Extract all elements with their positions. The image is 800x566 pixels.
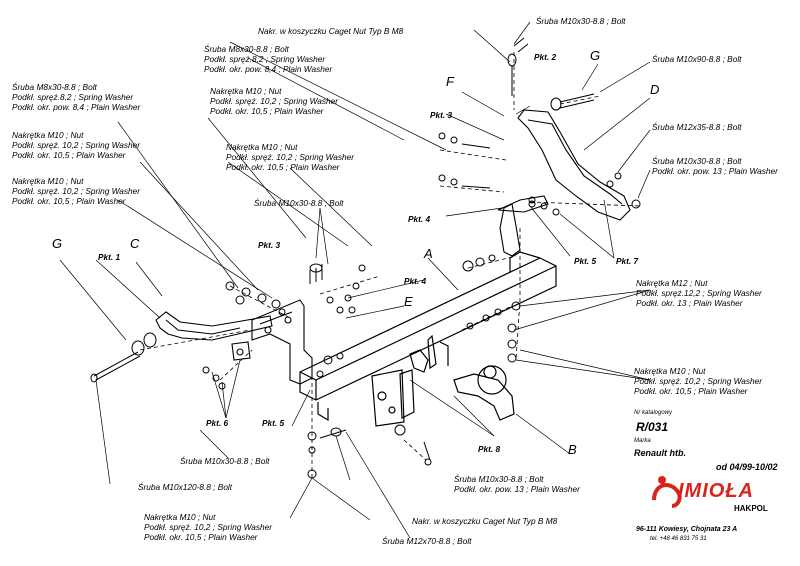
label-bolt-m10x30-top: Śruba M10x30-8.8 ; Bolt: [536, 16, 626, 26]
point-4-top: Pkt. 4: [408, 214, 431, 224]
label-caget-nut-bottom: Nakr. w koszyczku Caget Nut Typ B M8: [412, 516, 558, 526]
left-bolt-chain: [202, 263, 366, 390]
point-1: Pkt. 1: [98, 252, 121, 262]
arm-d: [517, 109, 631, 221]
part-letter-b: B: [568, 442, 577, 457]
left-bracket: [251, 299, 313, 385]
bolt-g-left: [90, 332, 157, 383]
label-bolt-m10x90: Śruba M10x90-8.8 ; Bolt: [652, 54, 742, 64]
point-8: Pkt. 8: [478, 444, 501, 454]
point-2: Pkt. 2: [534, 52, 557, 62]
part-letter-g-left: G: [52, 236, 63, 251]
point-5-right: Pkt. 5: [574, 256, 597, 266]
label-bolt-m8x30-a: Śruba M8x30-8.8 ; Bolt Podkł. spręż.8,2 …: [204, 44, 333, 74]
point-6: Pkt. 6: [206, 418, 229, 428]
part-letter-f: F: [446, 74, 454, 89]
catalog-label: Nr katalogowy: [634, 410, 673, 416]
brand-name: IMIOŁA: [678, 480, 754, 502]
label-nut-m10-e: Nakrętka M10 ; Nut Podkł. spręż. 10,2 ; …: [634, 366, 763, 396]
make-label: Marka: [634, 438, 651, 444]
label-nut-m10-c: Nakrętka M10 ; Nut Podkł. spręż. 10,2 ; …: [12, 176, 141, 206]
label-nut-m10-a: Nakrętka M10 ; Nut Podkł. spręż. 10,2 ; …: [210, 86, 339, 116]
part-letter-a: A: [424, 246, 433, 261]
label-caget-nut-top: Nakr. w koszyczku Caget Nut Typ B M8: [258, 26, 404, 36]
label-bolt-m12x70: Śruba M12x70-8.8 ; Bolt: [382, 536, 472, 546]
tow-ball-b: [371, 334, 515, 427]
label-bolt-m12x35: Śruba M12x35-8.8 ; Bolt: [652, 122, 742, 132]
part-letter-d: D: [650, 82, 660, 97]
part-letter-c: C: [130, 236, 140, 251]
vehicle-model: Renault htb.: [634, 448, 686, 458]
assembly-dashed-lines: [139, 52, 641, 480]
right-bracket: [497, 195, 549, 257]
label-nut-m10-d: Nakrętka M10 ; Nut Podkł. spręż. 10,2 ; …: [226, 142, 355, 172]
arm-c: [155, 311, 273, 361]
label-bolt-m10x120: Śruba M10x120-8.8 ; Bolt: [138, 482, 233, 492]
label-bolt-m10x30-bottom: Śruba M10x30-8.8 ; Bolt Podkł. okr. pow.…: [454, 474, 580, 494]
point-3-top: Pkt. 3: [430, 110, 453, 120]
right-parts: [438, 37, 641, 363]
part-letter-g-right: G: [590, 48, 601, 63]
point-3-left: Pkt. 3: [258, 240, 281, 250]
label-bolt-m10x30-right: Śruba M10x30-8.8 ; Bolt Podkł. okr. pow.…: [652, 156, 778, 176]
label-nut-m12: Nakrętka M12 ; Nut Podkł. spręż.12,2 ; S…: [636, 278, 762, 308]
brand-sub: HAKPOL: [734, 504, 768, 513]
label-nut-m10-f: Nakrętka M10 ; Nut Podkł. spręż. 10,2 ; …: [144, 512, 273, 542]
imiola-hakpol-logo: IMIOŁA HAKPOL: [648, 470, 778, 522]
leader-lines: [59, 21, 651, 539]
part-letter-e: E: [404, 294, 413, 309]
company-phone: tel. +48 46 831 75 31: [650, 536, 707, 542]
catalog-number: R/031: [636, 420, 669, 434]
crossbar-a: [299, 251, 557, 422]
label-nut-m10-b: Nakrętka M10 ; Nut Podkł. spręż. 10,2 ; …: [12, 130, 141, 160]
point-4-mid: Pkt. 4: [404, 276, 427, 286]
logo-hook-icon: [652, 476, 682, 508]
company-address: 96-111 Kowiesy, Chojnata 23 A: [636, 526, 738, 533]
point-5-left: Pkt. 5: [262, 418, 285, 428]
label-bolt-m8x30-b: Śruba M8x30-8.8 ; Bolt Podkł. spręż.8,2 …: [12, 82, 141, 112]
production-years: od 04/99-10/02: [716, 462, 778, 472]
label-bolt-m10x30-bottom-left: Śruba M10x30-8.8 ; Bolt: [180, 456, 270, 466]
point-7: Pkt. 7: [616, 256, 639, 266]
label-bolt-m10x30-mid: Śruba M10x30-8.8 ; Bolt: [254, 198, 344, 208]
bolt-g-right: [550, 93, 595, 111]
